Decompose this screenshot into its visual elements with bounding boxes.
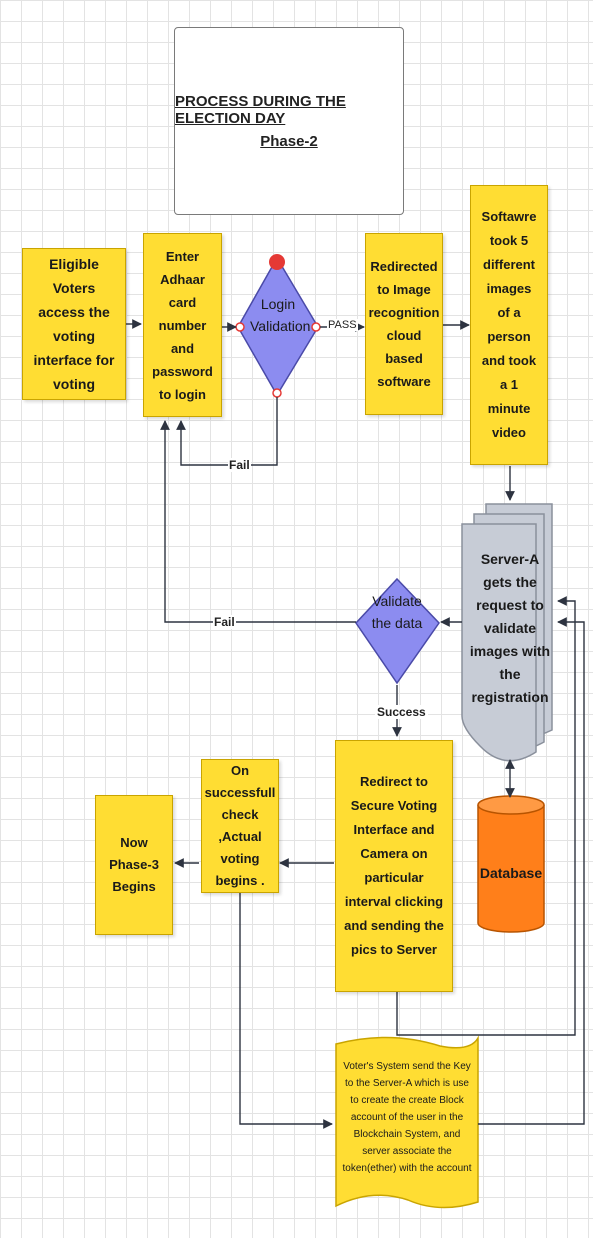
token-document-text: Voter's System send the Key to the Serve…: [342, 1061, 472, 1174]
diagram-subtitle: Phase-2: [260, 132, 318, 150]
server-a-text: Server-A gets the request to validate im…: [469, 551, 551, 705]
diagram-title-box: PROCESS DURING THE ELECTION DAY Phase-2: [174, 27, 404, 215]
phase3-text: Now Phase-3 Begins: [109, 835, 159, 894]
edge-label-fail-validate: Fail: [213, 615, 236, 629]
software-images-box: Softawre took 5 different images of a pe…: [470, 185, 548, 465]
redirect-image-text: Redirected to Image recognition cloud ba…: [368, 259, 440, 389]
edge-actual-to-token: [239, 893, 333, 1129]
software-images-text: Softawre took 5 different images of a pe…: [481, 209, 537, 440]
edge-token-to-server: [478, 617, 585, 1125]
edge-validate-fail: [160, 420, 356, 623]
eligible-voters-text: Eligible Voters access the voting interf…: [33, 256, 115, 392]
edge-secure-to-server: [396, 596, 576, 1036]
edge-label-fail-login: Fail: [228, 458, 251, 472]
edge-label-pass: PASS: [327, 319, 358, 331]
secure-voting-text: Redirect to Secure Voting Interface and …: [344, 774, 444, 957]
actual-voting-box: On successfull check ,Actual voting begi…: [201, 759, 279, 893]
login-validation-connector-top: [269, 254, 285, 270]
enter-credentials-box: Enter Adhaar card number and password to…: [143, 233, 222, 417]
login-validation-text: Login Validation: [250, 296, 311, 334]
eligible-voters-box: Eligible Voters access the voting interf…: [22, 248, 126, 400]
server-a-document-shape: [461, 503, 553, 762]
database-cylinder: [477, 795, 545, 933]
actual-voting-text: On successfull check ,Actual voting begi…: [204, 763, 276, 888]
validate-data-text: Validate the data: [371, 593, 423, 631]
login-validation-connector-right: [311, 322, 321, 332]
edge-label-success: Success: [375, 705, 428, 719]
diagram-title: PROCESS DURING THE ELECTION DAY: [175, 92, 346, 127]
redirect-image-box: Redirected to Image recognition cloud ba…: [365, 233, 443, 415]
database-text: Database: [479, 865, 543, 881]
validate-data-diamond: [355, 577, 440, 685]
secure-voting-box: Redirect to Secure Voting Interface and …: [335, 740, 453, 992]
phase3-box: Now Phase-3 Begins: [95, 795, 173, 935]
token-document-shape: [335, 1035, 479, 1209]
login-validation-connector-bottom: [272, 388, 282, 398]
login-validation-connector-left: [235, 322, 245, 332]
enter-credentials-text: Enter Adhaar card number and password to…: [152, 248, 213, 402]
